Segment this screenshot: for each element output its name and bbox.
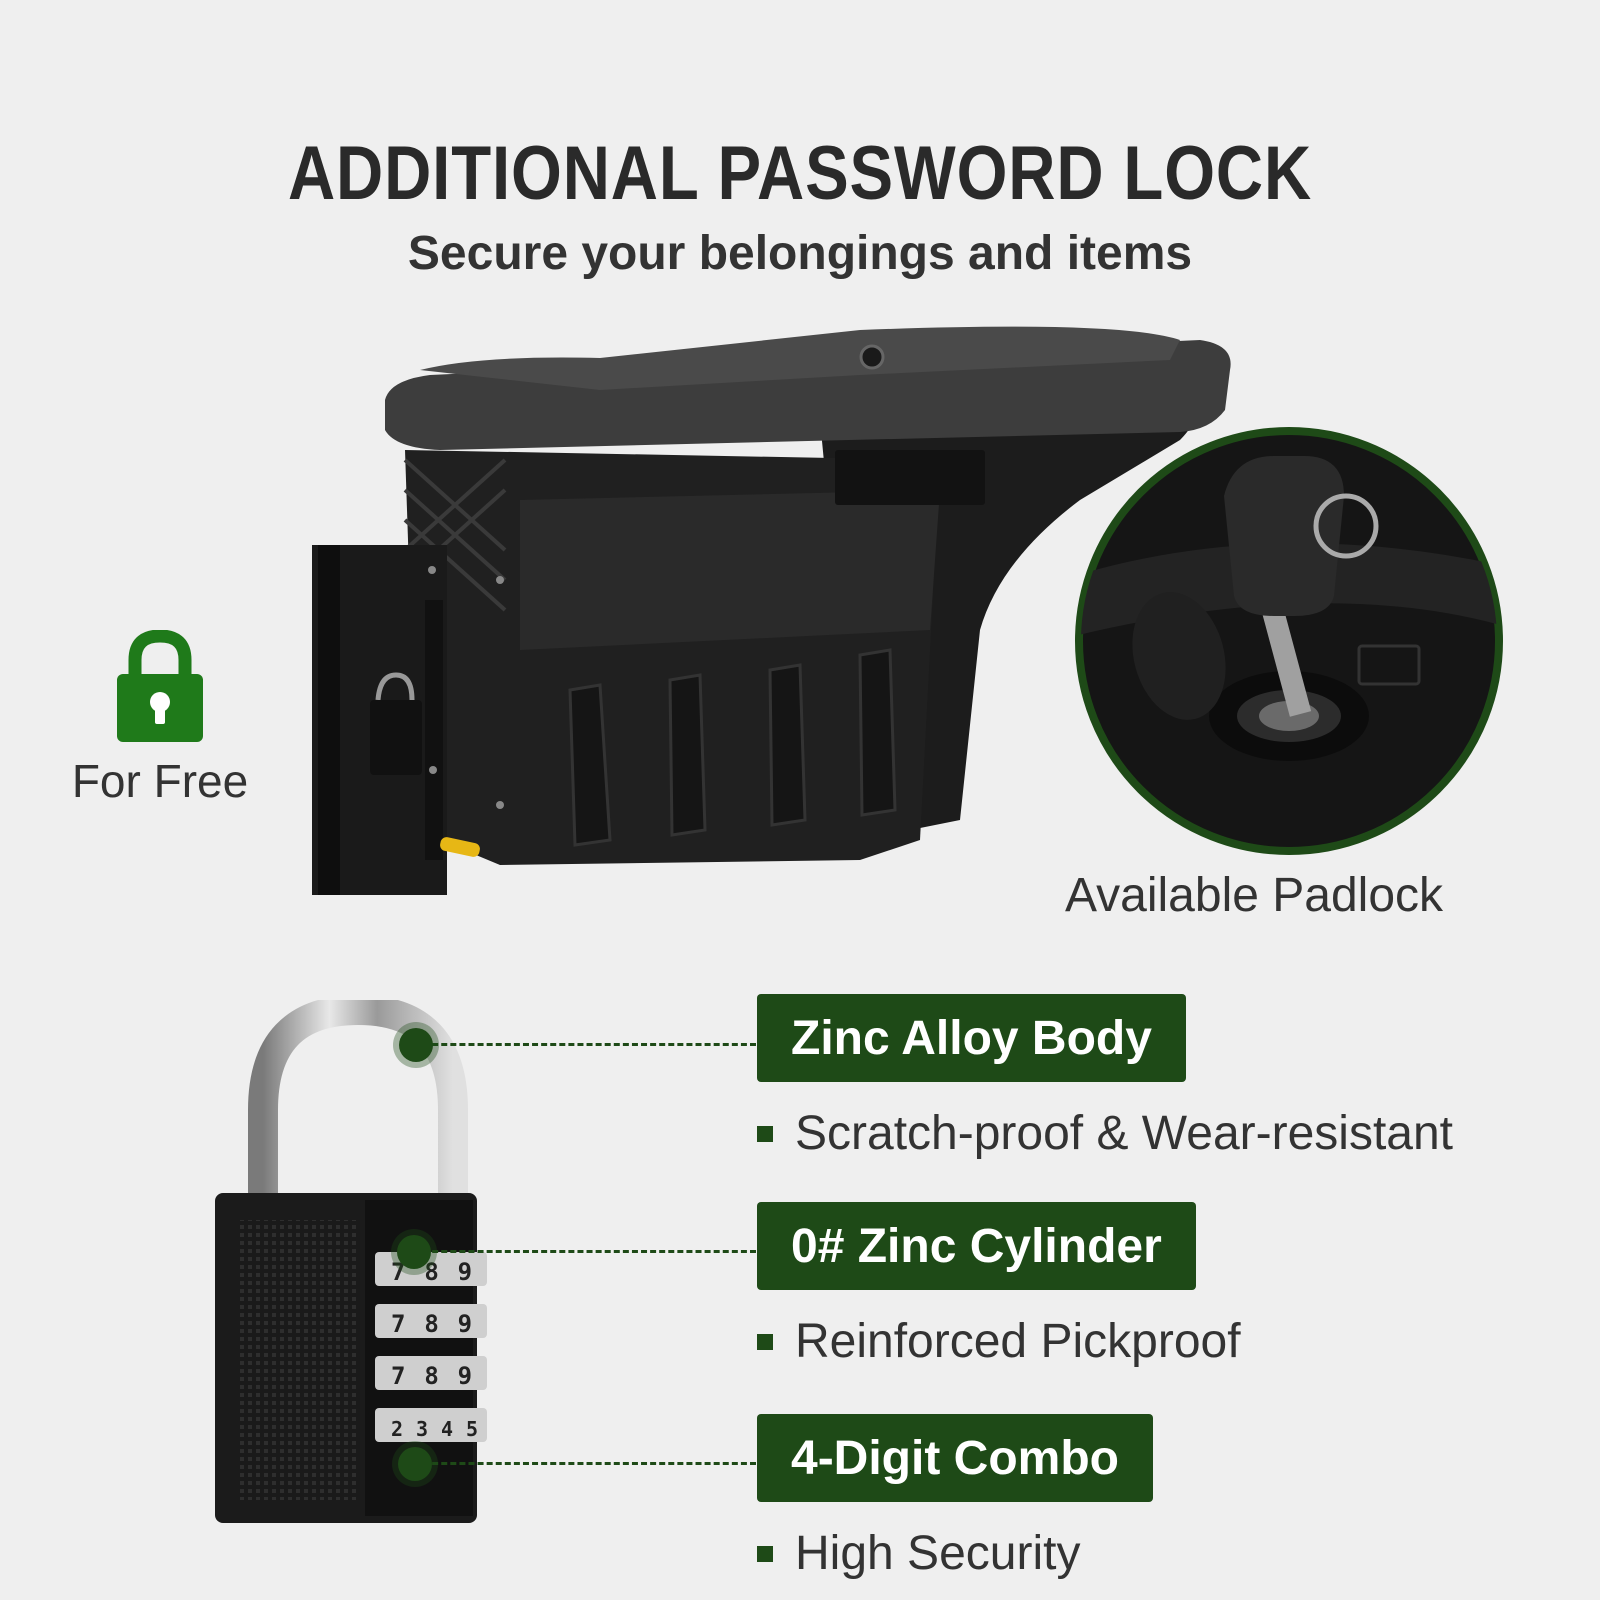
dial-digit: 5 bbox=[466, 1417, 478, 1441]
feature-description: High Security bbox=[795, 1527, 1081, 1580]
feature-badge-zinc-alloy-body: Zinc Alloy Body bbox=[757, 994, 1186, 1082]
dial-digit: 7 bbox=[391, 1362, 405, 1390]
feature-description: Scratch-proof & Wear-resistant bbox=[795, 1107, 1454, 1160]
callout-dot-1 bbox=[399, 1028, 433, 1062]
page-title: ADDITIONAL PASSWORD LOCK bbox=[287, 131, 1313, 216]
callout-dot-3 bbox=[398, 1447, 432, 1481]
feature-desc-3: High Security bbox=[757, 1526, 1080, 1581]
padlock-icon bbox=[117, 630, 203, 742]
dial-digit: 4 bbox=[441, 1417, 453, 1441]
leader-line-2 bbox=[414, 1250, 756, 1253]
dial-digit: 8 bbox=[424, 1362, 438, 1390]
dial-digit: 9 bbox=[458, 1258, 472, 1286]
feature-title: Zinc Alloy Body bbox=[791, 1011, 1152, 1065]
feature-description: Reinforced Pickproof bbox=[795, 1315, 1241, 1368]
dial-digit: 8 bbox=[424, 1258, 438, 1286]
dial-digit: 3 bbox=[416, 1417, 428, 1441]
dial-digit: 7 bbox=[391, 1310, 405, 1338]
feature-title: 0# Zinc Cylinder bbox=[791, 1219, 1162, 1273]
dial-row[interactable] bbox=[375, 1356, 487, 1390]
bullet-icon bbox=[757, 1545, 773, 1562]
leader-line-1 bbox=[414, 1043, 756, 1046]
page-subtitle: Secure your belongings and items bbox=[407, 227, 1193, 280]
feature-title: 4-Digit Combo bbox=[791, 1431, 1119, 1485]
dial-digit: 8 bbox=[424, 1310, 438, 1338]
toolbox-image bbox=[312, 326, 1231, 895]
dial-digit: 7 bbox=[391, 1258, 405, 1286]
available-padlock-label: Available Padlock bbox=[1065, 869, 1444, 922]
leader-line-3 bbox=[414, 1462, 756, 1465]
dial-digit: 9 bbox=[458, 1362, 472, 1390]
bullet-icon bbox=[757, 1333, 773, 1350]
bullet-icon bbox=[757, 1125, 773, 1142]
dial-digit: 9 bbox=[458, 1310, 472, 1338]
feature-desc-1: Scratch-proof & Wear-resistant bbox=[757, 1106, 1453, 1161]
callout-dot-2 bbox=[397, 1235, 431, 1269]
for-free-label: For Free bbox=[71, 755, 249, 807]
for-free-badge: For Free bbox=[60, 630, 260, 808]
feature-badge-zinc-cylinder: 0# Zinc Cylinder bbox=[757, 1202, 1196, 1290]
dial-row[interactable] bbox=[375, 1304, 487, 1338]
dial-row[interactable] bbox=[375, 1408, 487, 1442]
feature-desc-2: Reinforced Pickproof bbox=[757, 1314, 1241, 1369]
feature-badge-4-digit-combo: 4-Digit Combo bbox=[757, 1414, 1153, 1502]
dial-digit: 2 bbox=[391, 1417, 403, 1441]
keyed-lock-inset bbox=[1075, 427, 1503, 855]
